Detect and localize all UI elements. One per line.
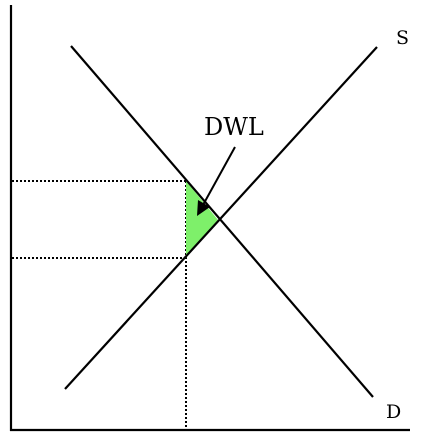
supply-curve: [64, 46, 378, 390]
dwl-pointer-arrow: [202, 146, 236, 206]
demand-curve: [70, 45, 374, 398]
demand-label: D: [386, 401, 401, 423]
dwl-label: DWL: [204, 113, 264, 141]
dwl-arrowhead: [197, 200, 210, 216]
deadweight-loss-area: [186, 181, 218, 258]
supply-label: S: [396, 27, 409, 49]
